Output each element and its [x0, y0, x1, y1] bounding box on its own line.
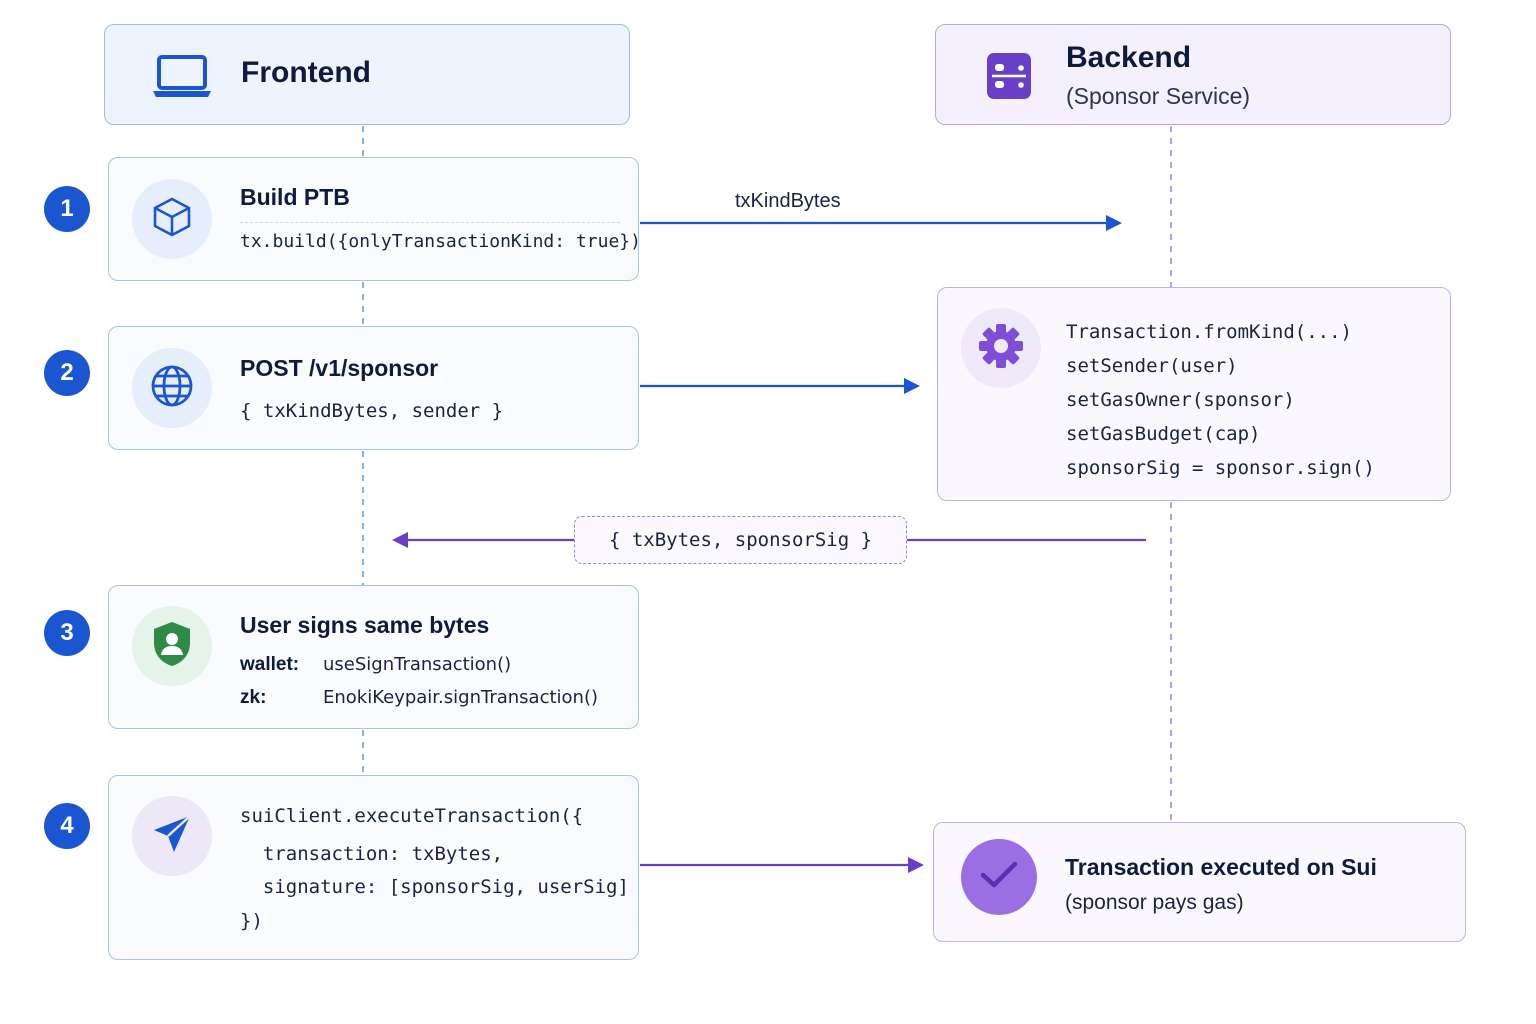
arrow-return-txbytes [392, 532, 1146, 548]
step-1-divider [240, 222, 620, 223]
server-icon [986, 52, 1032, 105]
frontend-header: Frontend [104, 24, 630, 125]
step-1-title: Build PTB [240, 184, 350, 210]
step-number-1: 1 [44, 186, 90, 232]
backend-subtitle: (Sponsor Service) [1066, 83, 1251, 109]
backend-header: Backend (Sponsor Service) [935, 24, 1451, 125]
arrow-label-txkindbytes: txKindBytes [735, 190, 841, 212]
result-icon-wrap [961, 839, 1037, 915]
step-4-code-line-1: suiClient.executeTransaction({ [240, 805, 584, 827]
arrow-post-sponsor [640, 378, 920, 394]
sponsor-code-line-3: setGasOwner(sponsor) [1066, 389, 1295, 411]
step-3-wallet-value: useSignTransaction() [323, 654, 512, 675]
arrow-txkindbytes [640, 215, 1122, 231]
sponsor-logic-box: Transaction.fromKind(...) setSender(user… [937, 287, 1451, 501]
step-4-card: suiClient.executeTransaction({ transacti… [108, 775, 639, 960]
check-icon [979, 860, 1019, 895]
sponsor-code-line-5: sponsorSig = sponsor.sign() [1066, 457, 1375, 479]
step-1-code: tx.build({onlyTransactionKind: true}) [240, 231, 641, 252]
laptop-icon [151, 53, 213, 104]
step-2-icon-wrap [132, 348, 212, 428]
step-4-code-line-3: signature: [sponsorSig, userSig] [240, 876, 629, 898]
step-4-code-line-2: transaction: txBytes, [240, 843, 504, 865]
step-3-card: User signs same bytes wallet: useSignTra… [108, 585, 639, 729]
step-3-zk-key: zk: [240, 687, 267, 708]
step-3-zk-value: EnokiKeypair.signTransaction() [323, 687, 599, 708]
result-subtitle: (sponsor pays gas) [1065, 891, 1244, 914]
result-title: Transaction executed on Sui [1065, 854, 1377, 880]
step-4-icon-wrap [132, 796, 212, 876]
step-2-title: POST /v1/sponsor [240, 355, 439, 381]
step-4-code-line-4: }) [240, 910, 263, 932]
step-1-card: Build PTB tx.build({onlyTransactionKind:… [108, 157, 641, 281]
arrow-execute [640, 857, 924, 873]
step-1-icon-wrap [132, 179, 212, 259]
backend-title: Backend [1066, 41, 1192, 74]
step-3-wallet-key: wallet: [240, 654, 300, 675]
result-box: Transaction executed on Sui (sponsor pay… [933, 822, 1466, 942]
step-number-3: 3 [44, 610, 90, 656]
step-number-2: 2 [44, 350, 90, 396]
gear-icon [977, 322, 1025, 375]
cube-icon [151, 196, 193, 243]
step-number-4: 4 [44, 803, 90, 849]
globe-icon [149, 363, 195, 414]
shield-user-icon [151, 620, 193, 673]
sponsor-code-line-4: setGasBudget(cap) [1066, 423, 1261, 445]
step-3-icon-wrap [132, 606, 212, 686]
send-icon [150, 812, 194, 861]
return-payload-pill: { txBytes, sponsorSig } [574, 516, 907, 564]
sponsor-code-line-1: Transaction.fromKind(...) [1066, 321, 1352, 343]
return-payload-label: { txBytes, sponsorSig } [608, 529, 873, 551]
step-2-code: { txKindBytes, sender } [240, 400, 504, 422]
step-2-card: POST /v1/sponsor { txKindBytes, sender } [108, 326, 639, 450]
step-3-title: User signs same bytes [240, 612, 490, 638]
sponsor-code-line-2: setSender(user) [1066, 355, 1238, 377]
sponsor-icon-wrap [961, 308, 1041, 388]
frontend-title: Frontend [241, 56, 371, 89]
